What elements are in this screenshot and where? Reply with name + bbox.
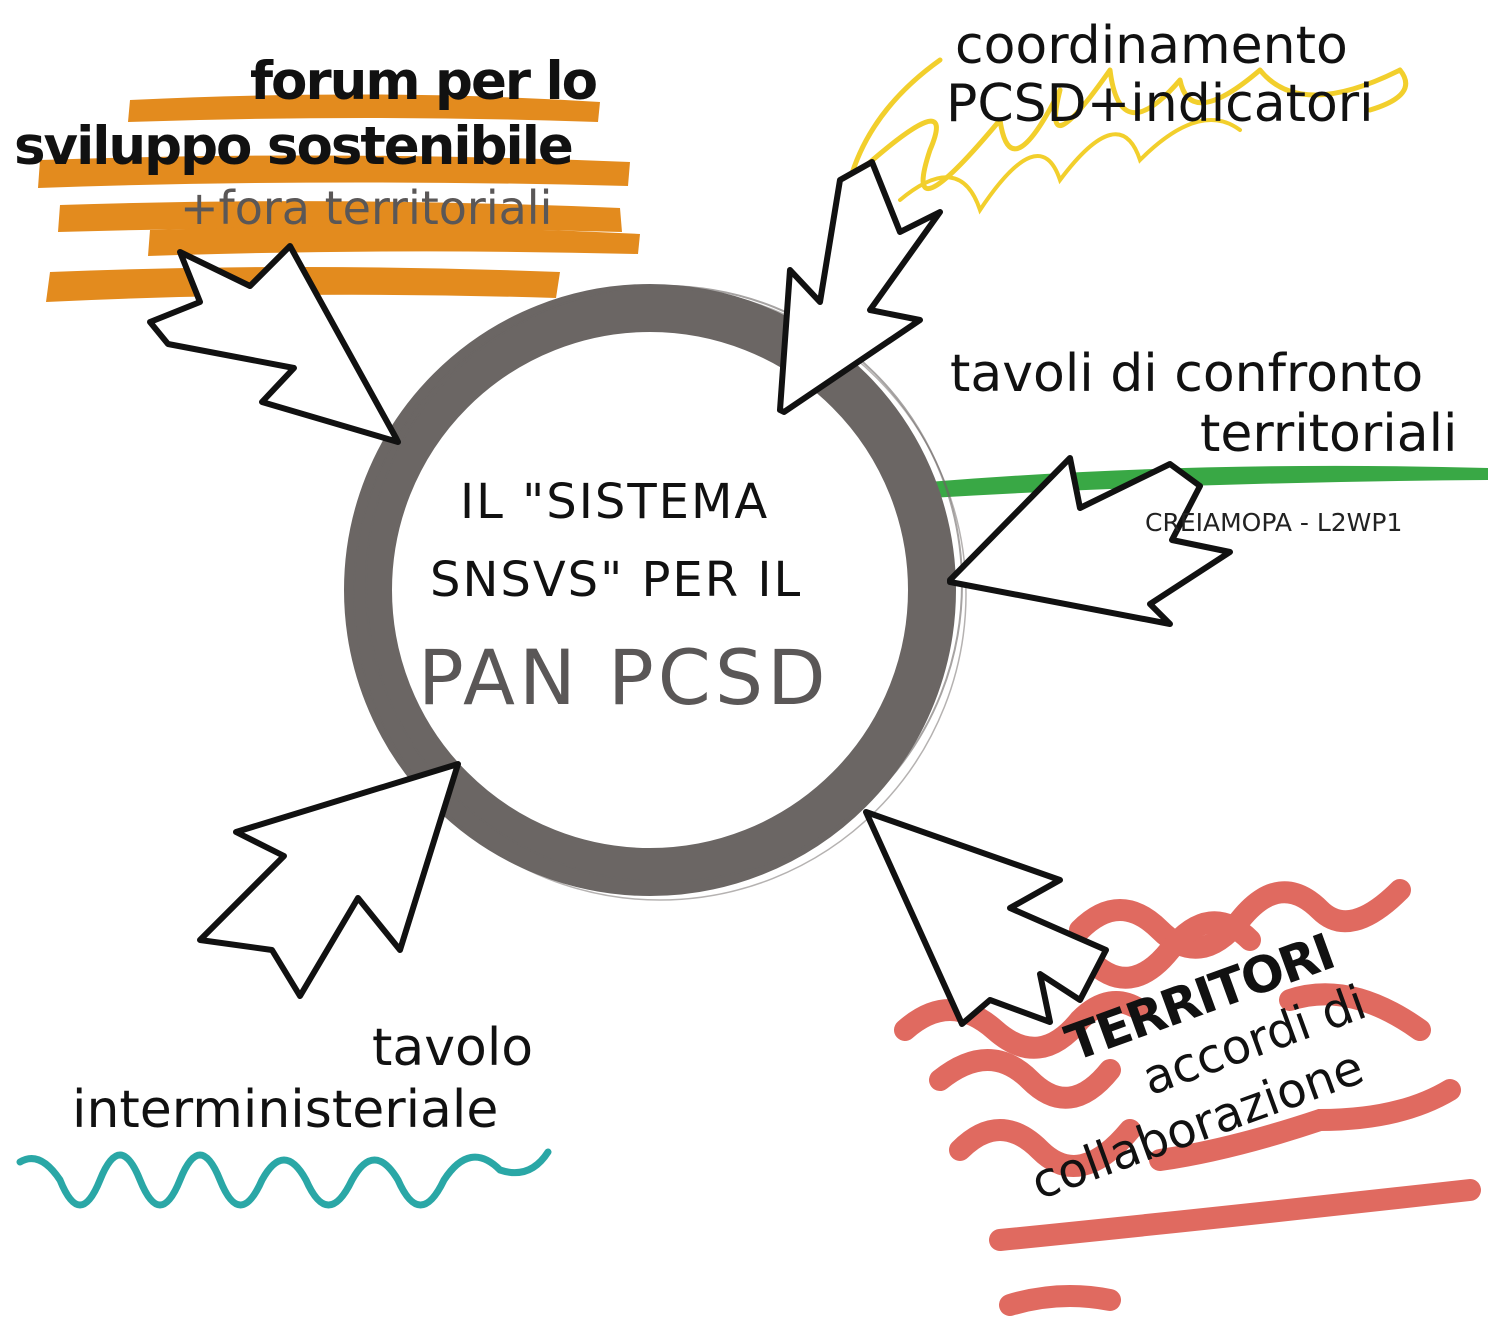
tavolo-line2: interministeriale xyxy=(72,1080,499,1140)
coordinamento-scribble xyxy=(847,57,1409,191)
arrow-from-tavoli xyxy=(947,455,1233,627)
arrow-from-forum xyxy=(147,243,401,445)
central-ring-brush-2 xyxy=(353,287,967,901)
arrow-from-territori xyxy=(863,809,1109,1027)
coordinamento-line2: PCSD+indicatori xyxy=(946,74,1374,134)
coordinamento-scribble-2 xyxy=(898,118,1242,215)
center-line1: IL "SISTEMA xyxy=(460,474,770,530)
tavolo-teal-wave xyxy=(16,1148,552,1209)
center-line3: PAN PCSD xyxy=(418,633,830,722)
forum-title-line1: forum per lo xyxy=(250,51,598,112)
forum-title-line2: sviluppo sostenibile xyxy=(14,116,574,177)
forum-highlight-strokes xyxy=(38,94,640,302)
tavoli-project-code: CREIAMOPA - L2WP1 xyxy=(1145,508,1403,537)
central-ring xyxy=(344,284,956,896)
forum-subtitle: +fora territoriali xyxy=(180,181,553,235)
arrows xyxy=(147,159,1233,1027)
coordinamento-line1: coordinamento xyxy=(955,16,1348,76)
tavoli-green-stroke xyxy=(928,465,1488,498)
tavolo-line1: tavolo xyxy=(372,1018,534,1078)
tavoli-line1: tavoli di confronto xyxy=(950,344,1424,404)
arrow-from-coordinamento xyxy=(777,159,943,415)
center-line2: SNSVS" PER IL xyxy=(430,552,803,608)
arrow-from-tavolo xyxy=(197,761,461,999)
tavoli-line2: territoriali xyxy=(1200,404,1458,464)
